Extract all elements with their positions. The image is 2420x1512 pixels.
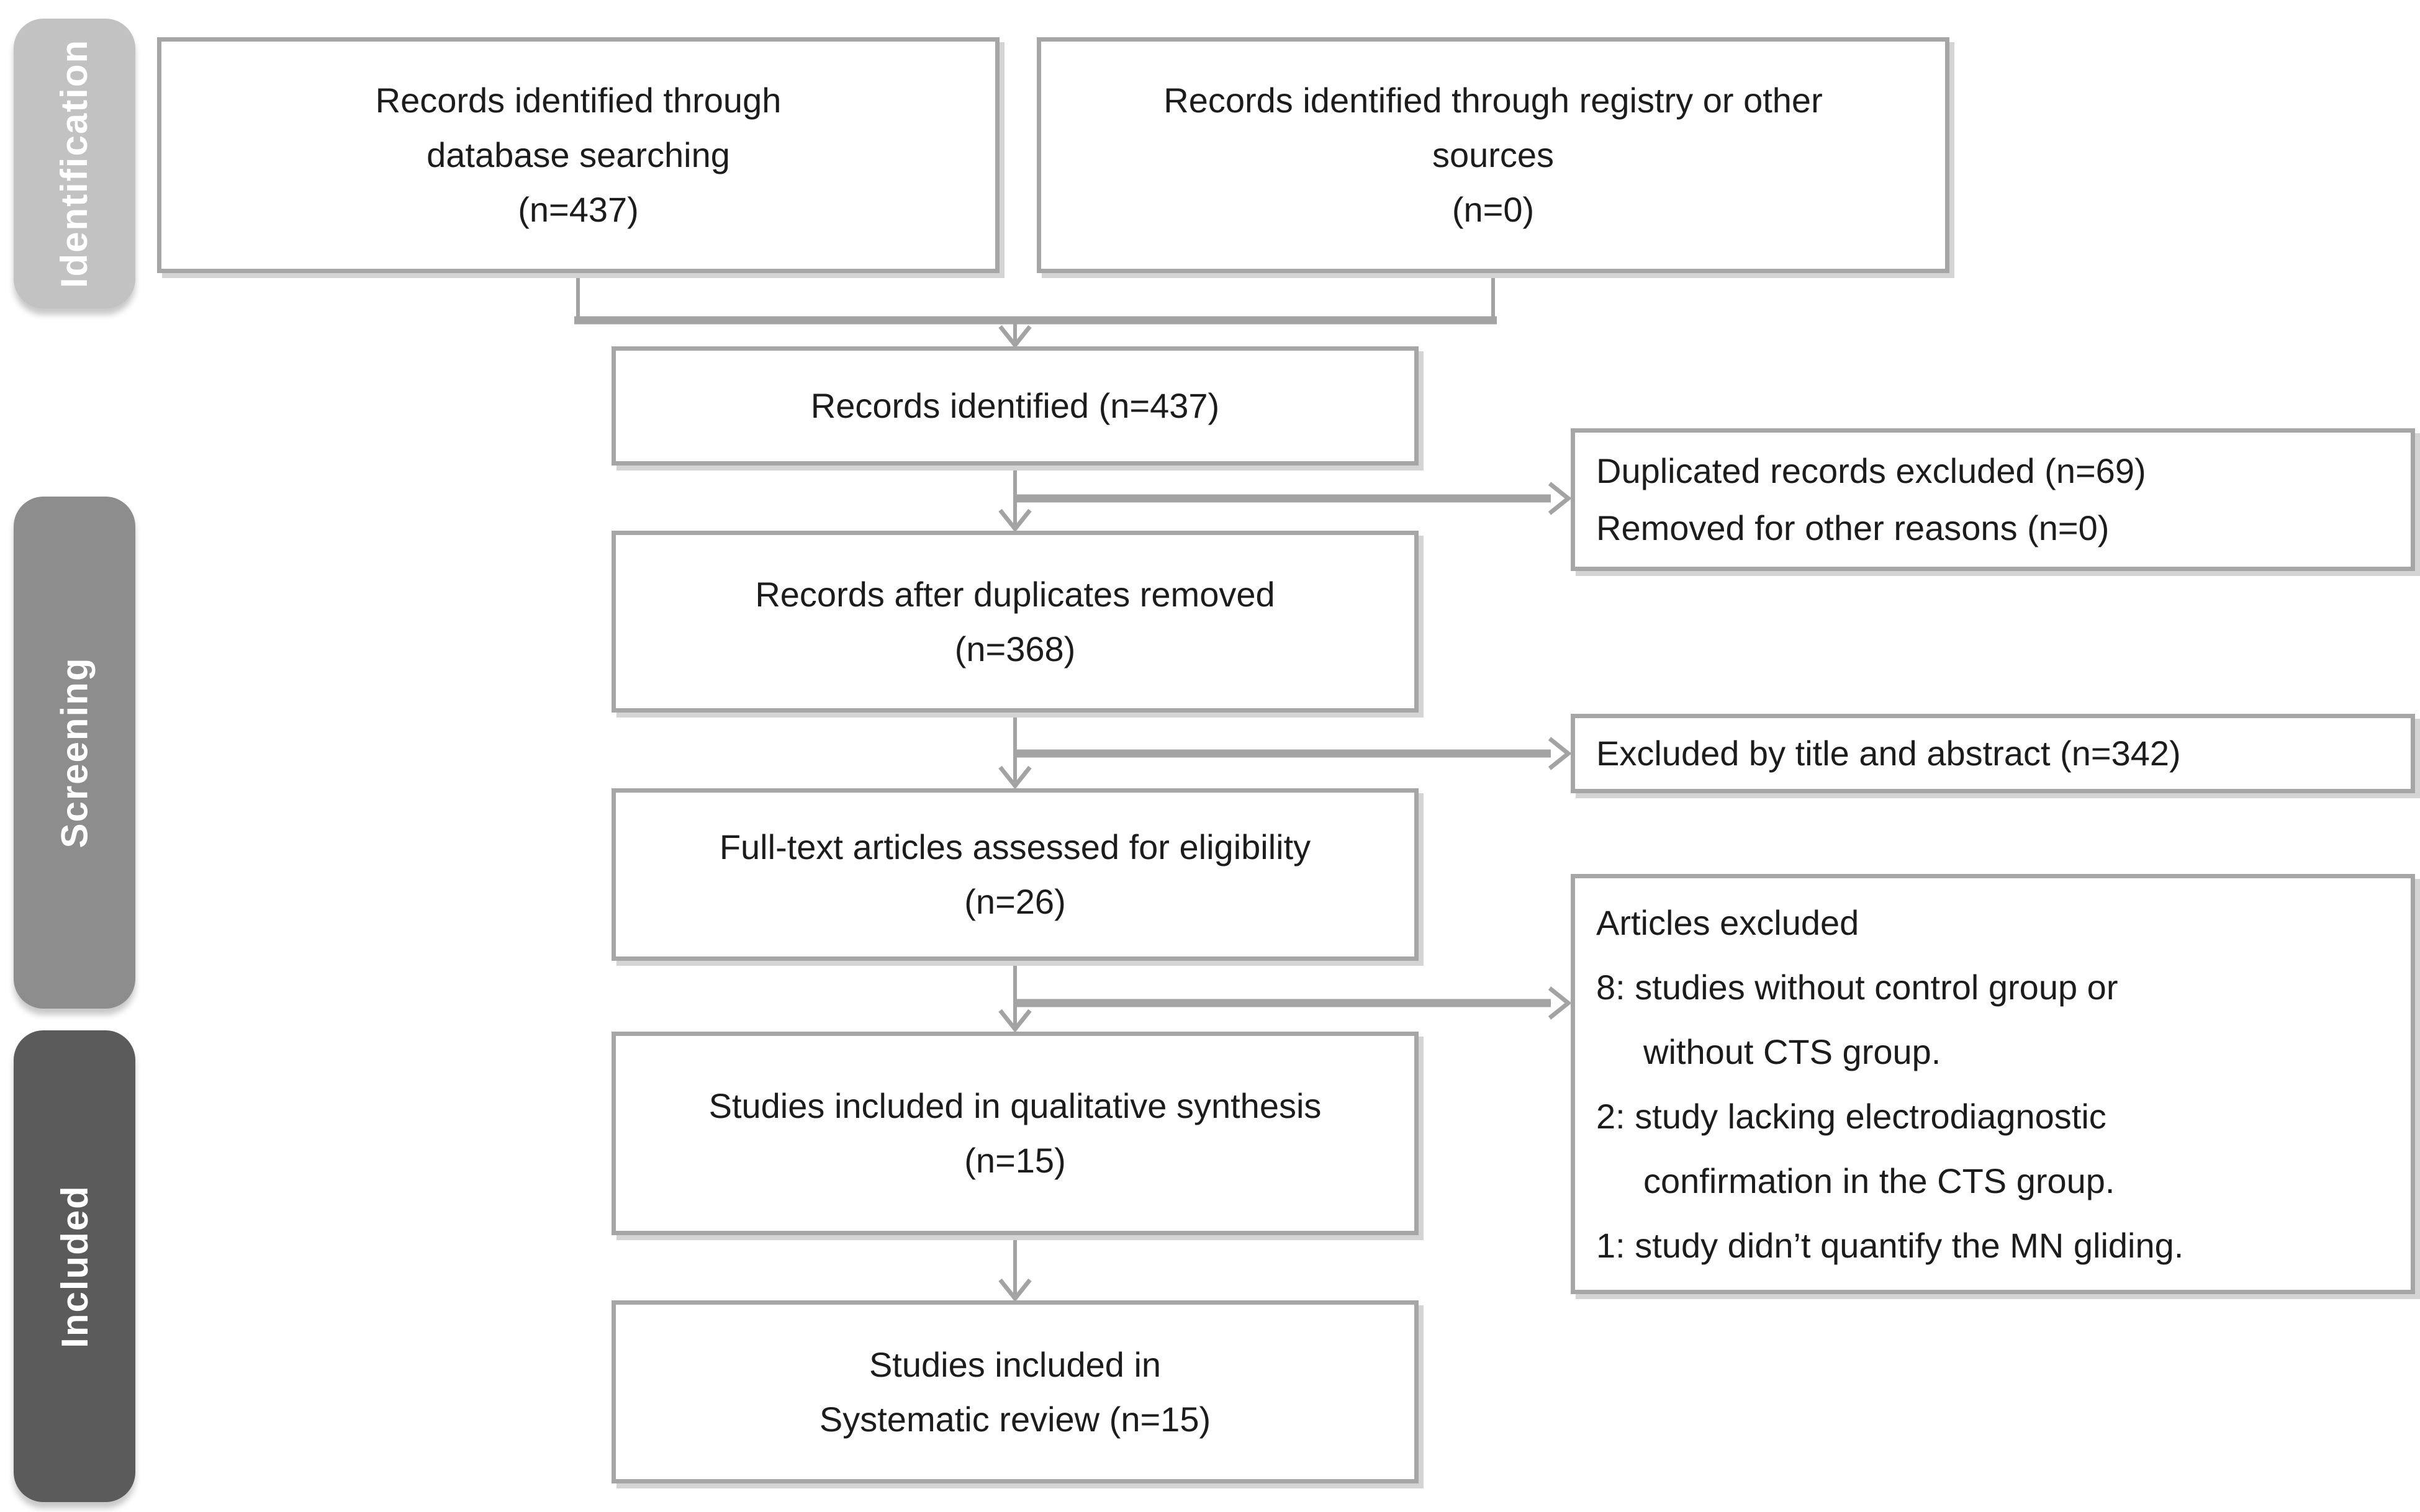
box-text-line: Excluded by title and abstract (n=342) bbox=[1596, 734, 2181, 773]
box-text-line: 8: studies without control group or bbox=[1596, 967, 2118, 1007]
box-text-line: (n=15) bbox=[964, 1141, 1066, 1180]
box-text-line: Studies included in qualitative synthesi… bbox=[708, 1086, 1322, 1125]
stage-bar-included: Included bbox=[14, 1030, 135, 1502]
box-records-identified: Records identified (n=437) bbox=[612, 346, 1419, 466]
stage-label: Screening bbox=[53, 657, 96, 848]
box-text-line: sources bbox=[1432, 135, 1555, 174]
box-text-line: (n=368) bbox=[954, 629, 1076, 668]
box-text-line: Records after duplicates removed bbox=[755, 574, 1275, 614]
box-text-line: (n=26) bbox=[964, 882, 1066, 921]
box-text-line: Records identified through registry or o… bbox=[1163, 81, 1823, 120]
stage-bar-identification: Identification bbox=[14, 19, 135, 308]
arrow-branch-articles-excluded bbox=[1015, 986, 1572, 1020]
arrow-merge-to-identified bbox=[574, 273, 1497, 349]
box-excluded-title-abstract: Excluded by title and abstract (n=342) bbox=[1571, 714, 2415, 793]
box-text-line: Records identified through bbox=[375, 81, 782, 120]
box-text-line: Removed for other reasons (n=0) bbox=[1596, 508, 2110, 547]
box-text-line: database searching bbox=[427, 135, 730, 174]
box-systematic-review: Studies included in Systematic review (n… bbox=[612, 1300, 1419, 1483]
box-text-line: Duplicated records excluded (n=69) bbox=[1596, 451, 2146, 490]
box-text-line: 2: study lacking electrodiagnostic bbox=[1596, 1096, 2106, 1136]
stage-label: Identification bbox=[53, 38, 96, 289]
box-fulltext-assessed: Full-text articles assessed for eligibil… bbox=[612, 788, 1419, 961]
box-text-line: Full-text articles assessed for eligibil… bbox=[719, 827, 1311, 866]
arrow-branch-duplicates-excluded bbox=[1015, 482, 1572, 515]
box-records-registry-other: Records identified through registry or o… bbox=[1037, 37, 1949, 273]
arrow-dedup-to-fulltext bbox=[998, 713, 1032, 790]
box-text-line: (n=0) bbox=[1452, 190, 1535, 229]
box-text-line: 1: study didn’t quantify the MN gliding. bbox=[1596, 1225, 2184, 1265]
stage-bar-screening: Screening bbox=[14, 497, 135, 1009]
arrow-identified-to-dedup bbox=[998, 466, 1032, 533]
box-qualitative-synthesis: Studies included in qualitative synthesi… bbox=[612, 1032, 1419, 1235]
box-text-line: Records identified (n=437) bbox=[810, 386, 1220, 425]
box-excluded-articles: Articles excluded 8: studies without con… bbox=[1571, 874, 2415, 1294]
box-text-line: (n=437) bbox=[518, 190, 639, 229]
arrow-qualitative-to-systematic bbox=[998, 1235, 1032, 1302]
box-text-line: Articles excluded bbox=[1596, 902, 1859, 942]
arrow-fulltext-to-qualitative bbox=[998, 961, 1032, 1033]
box-excluded-duplicates: Duplicated records excluded (n=69) Remov… bbox=[1571, 428, 2415, 571]
arrow-branch-title-abstract-excluded bbox=[1015, 737, 1572, 770]
box-records-after-duplicates: Records after duplicates removed (n=368) bbox=[612, 531, 1419, 713]
box-text-line: Studies included in bbox=[869, 1344, 1162, 1384]
box-text-line: without CTS group. bbox=[1643, 1032, 1941, 1071]
box-text-line: Systematic review (n=15) bbox=[819, 1399, 1211, 1439]
box-text-line: confirmation in the CTS group. bbox=[1643, 1161, 2115, 1200]
box-records-database-search: Records identified through database sear… bbox=[157, 37, 1000, 273]
stage-label: Included bbox=[53, 1184, 96, 1348]
